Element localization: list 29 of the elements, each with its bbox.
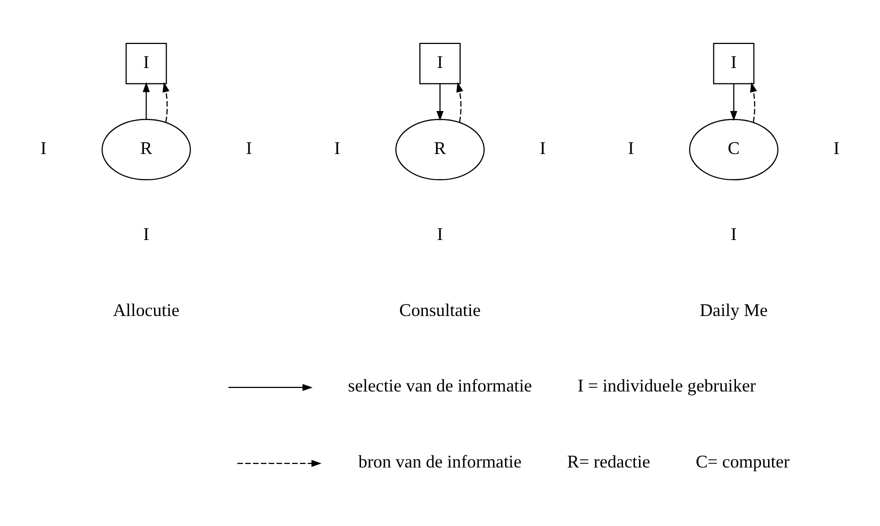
label: I = individuele gebruiker <box>578 375 756 396</box>
node-box: I <box>713 42 754 84</box>
legend-label: bron van de informatie <box>358 451 522 472</box>
arrow <box>730 83 738 121</box>
label: I <box>437 223 443 244</box>
label: I <box>40 137 46 158</box>
arrow <box>142 82 150 119</box>
arrow <box>162 82 170 122</box>
label: I <box>143 223 150 244</box>
label: R= redactie <box>567 451 650 472</box>
label: Allocutie <box>113 299 180 320</box>
arrow <box>456 82 464 122</box>
node-ellipse: R <box>395 118 485 180</box>
label: I <box>730 223 737 244</box>
node-box: I <box>419 42 461 84</box>
label: Daily Me <box>700 299 768 320</box>
label: Consultatie <box>399 299 481 320</box>
label: I <box>334 137 340 158</box>
node-ellipse: R <box>102 118 191 180</box>
node-box: I <box>126 42 167 84</box>
label: I <box>540 137 546 158</box>
label: C= computer <box>696 451 790 472</box>
legend-label: selectie van de informatie <box>348 375 532 396</box>
arrow <box>750 82 757 122</box>
arrow <box>436 83 444 121</box>
label: I <box>246 137 252 158</box>
label: I <box>628 137 634 158</box>
label: I <box>834 137 840 158</box>
node-ellipse: C <box>689 118 778 180</box>
